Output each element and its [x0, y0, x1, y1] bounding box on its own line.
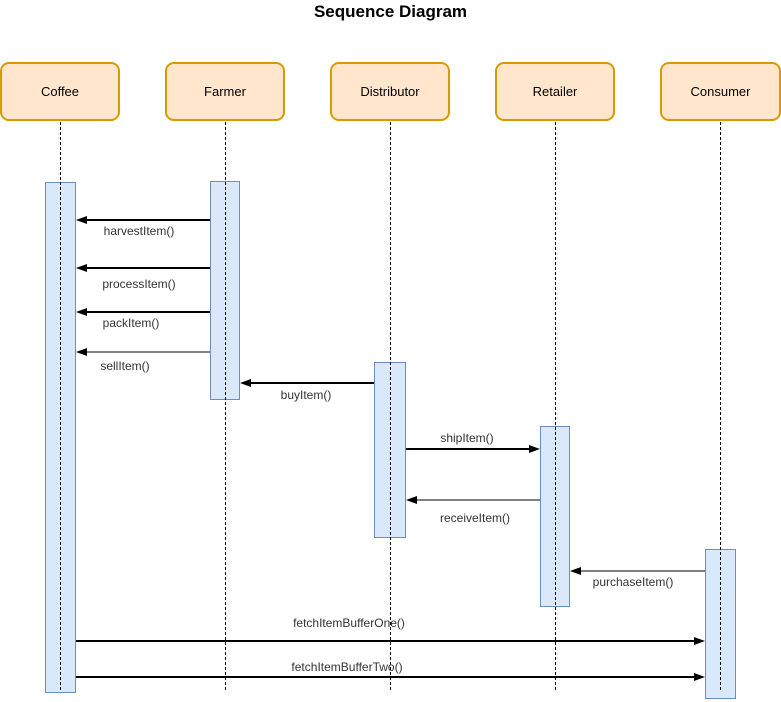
arrowhead-left-icon — [76, 215, 87, 224]
message-line — [76, 676, 696, 678]
activation-bar-consumer — [705, 549, 736, 699]
message-label: shipItem() — [440, 431, 494, 445]
actor-label: Distributor — [360, 84, 420, 99]
message-label: receiveItem() — [439, 511, 510, 525]
actor-consumer: Consumer — [660, 62, 781, 121]
arrowhead-left-icon — [76, 307, 87, 316]
actor-label: Coffee — [40, 84, 80, 99]
message-line — [76, 640, 696, 642]
message-label: fetchItemBufferTwo() — [291, 660, 403, 674]
arrowhead-right-icon — [529, 444, 540, 453]
message-line — [85, 311, 210, 313]
diagram-title: Sequence Diagram — [313, 2, 468, 21]
arrowhead-right-icon — [694, 672, 705, 681]
lifeline-consumer — [719, 122, 721, 690]
actor-label: Farmer — [204, 84, 246, 99]
actor-coffee: Coffee — [0, 62, 120, 121]
arrowhead-left-icon — [570, 566, 581, 575]
message-line — [85, 351, 210, 353]
message-line — [415, 499, 540, 501]
message-line — [85, 219, 210, 221]
arrowhead-left-icon — [406, 495, 417, 504]
arrowhead-right-icon — [694, 636, 705, 645]
message-label: processItem() — [102, 277, 176, 291]
arrowhead-left-icon — [76, 347, 87, 356]
activation-bar-coffee — [45, 182, 76, 693]
message-label: sellItem() — [100, 359, 150, 373]
message-line — [406, 448, 530, 450]
lifeline-coffee — [59, 122, 61, 690]
message-label: packItem() — [102, 316, 160, 330]
actor-label: Consumer — [690, 84, 751, 99]
actor-farmer: Farmer — [165, 62, 285, 121]
arrowhead-left-icon — [76, 263, 87, 272]
message-line — [579, 570, 705, 572]
lifeline-retailer — [554, 122, 556, 690]
actor-retailer: Retailer — [495, 62, 615, 121]
message-line — [85, 267, 210, 269]
actor-distributor: Distributor — [330, 62, 450, 121]
message-label: buyItem() — [280, 388, 332, 402]
message-label: harvestItem() — [103, 224, 175, 238]
lifeline-distributor — [389, 122, 391, 690]
lifeline-farmer — [224, 122, 226, 690]
actor-label: Retailer — [532, 84, 578, 99]
message-label: fetchItemBufferOne() — [293, 616, 405, 630]
message-line — [249, 382, 374, 384]
message-label: purchaseItem() — [592, 575, 674, 589]
arrowhead-left-icon — [240, 378, 251, 387]
